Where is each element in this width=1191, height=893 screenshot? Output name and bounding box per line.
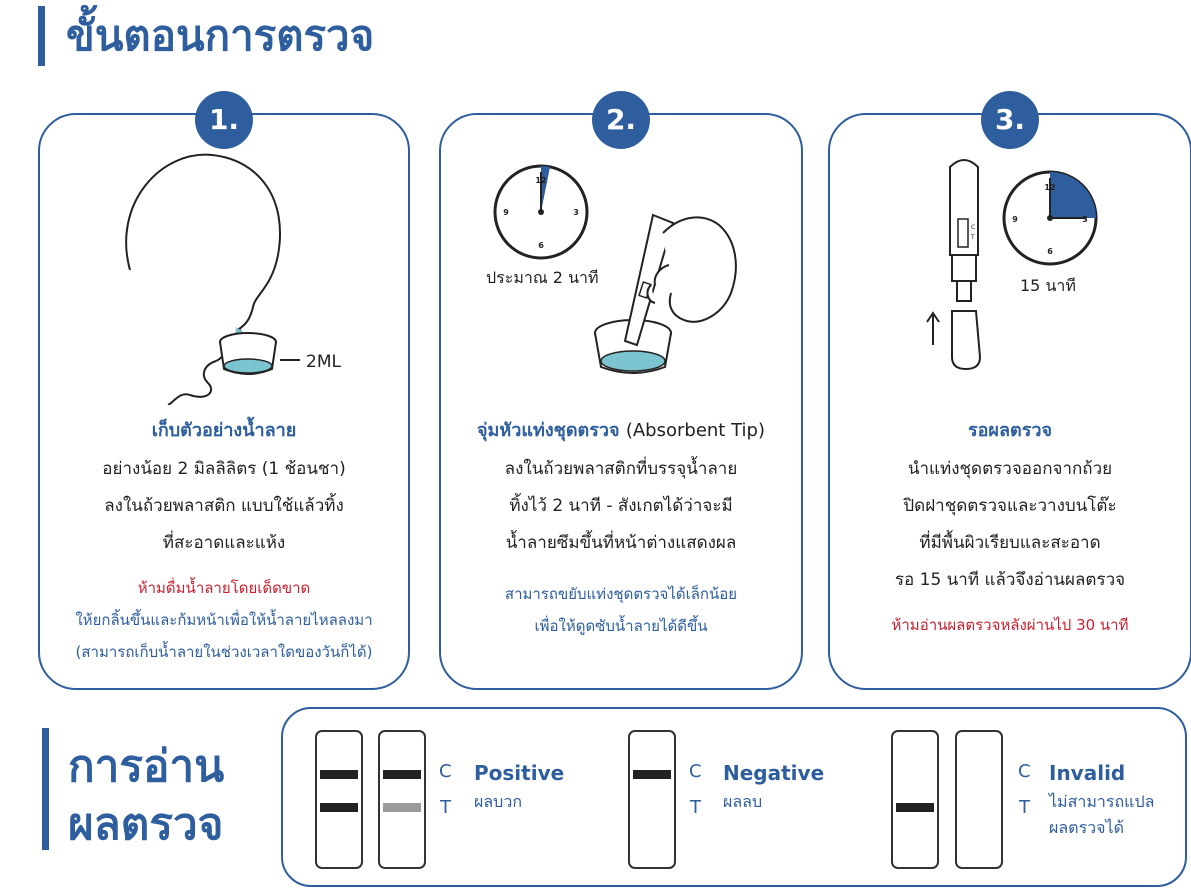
step-card-2: 2. 12 3 6 9 ประมาณ 2 นาที จุ่มหัวแท่งชุด… [439,91,803,690]
step-line: ลงในถ้วยพลาสติกที่บรรจุน้ำลาย [504,459,738,479]
test-stick-icon [623,213,675,347]
result-panel: C T Positive ผลบวก C T Negative ผลลบ C T… [281,707,1187,887]
hand-icon [646,216,737,323]
volume-label: 2ML [306,352,341,372]
step-line: ที่สะอาดและแห้ง [162,533,286,553]
page-title: ขั้นตอนการตรวจ [66,11,375,60]
step-card-3: 3. C T 12 3 6 9 15 นาที รอผลตรวจ [828,91,1191,690]
clock-icon: 12 3 6 9 [1002,170,1098,266]
time-label-2: ประมาณ 2 นาที [486,268,599,287]
cup-icon [219,332,277,375]
step-title-3: รอผลตรวจ [967,420,1053,441]
step-line: ลงในถ้วยพลาสติก แบบใช้แล้วทิ้ง [104,496,344,516]
wait-result-illustration: C T 12 3 6 9 15 นาที [926,159,1098,371]
result-name-invalid: Invalid [1049,761,1126,785]
step-note: เพื่อให้ดูดซับน้ำลายได้ดีขึ้น [534,617,708,635]
step-number-2: 2. [592,91,650,149]
test-line [896,803,934,812]
t-label: T [690,797,701,818]
control-line [320,770,358,779]
step-title-extra: (Absorbent Tip) [625,420,765,441]
control-line [383,770,421,779]
svg-text:C: C [971,224,975,231]
result-desc-negative: ผลลบ [723,792,763,811]
result-name-negative: Negative [723,761,825,785]
test-line-faint [383,803,421,812]
svg-text:9: 9 [503,208,509,217]
dip-test-illustration: 12 3 6 9 ประมาณ 2 นาที [486,164,737,374]
result-desc-invalid: ผลตรวจได้ [1049,818,1124,837]
step-title-1: เก็บตัวอย่างน้ำลาย [151,420,297,441]
step-line: ทิ้งไว้ 2 นาที - สังเกตได้ว่าจะมี [509,496,733,516]
drool-line [167,360,217,405]
head-outline [125,153,281,362]
test-line [320,803,358,812]
step-number-3: 3. [981,91,1039,149]
svg-text:6: 6 [538,241,544,250]
result-name-positive: Positive [474,761,565,785]
step-note: ให้ยกลิ้นขึ้นและก้มหน้าเพื่อให้น้ำลายไหล… [75,611,373,629]
clock-icon: 12 3 6 9 [493,164,589,260]
result-desc-positive: ผลบวก [474,792,523,811]
positive-strip-faint [378,730,426,869]
positive-strip [315,730,363,869]
test-device-icon: C T [949,159,979,302]
step-note: สามารถขยับแท่งชุดตรวจได้เล็กน้อย [504,585,738,603]
reading-title-line2: ผลตรวจ [68,799,224,850]
t-label: T [1019,797,1030,818]
svg-text:3: 3 [1082,215,1088,224]
svg-text:12: 12 [535,176,546,185]
step-title-2: จุ่มหัวแท่งชุดตรวจ (Absorbent Tip) [441,411,801,451]
svg-text:12: 12 [1044,183,1055,192]
step-warning-1: ห้ามดื่มน้ำลายโดยเด็ดขาด [137,579,311,597]
c-label: C [1018,761,1031,782]
reading-title-line1: การอ่าน [68,741,225,792]
svg-text:T: T [970,234,975,241]
svg-text:3: 3 [573,208,579,217]
step-note: (สามารถเก็บน้ำลายในช่วงเวลาใดของวันก็ได้… [75,643,373,661]
control-line [633,770,671,779]
step-line: อย่างน้อย 2 มิลลิลิตร (1 ช้อนชา) [102,459,346,479]
step-line: ที่มีพื้นผิวเรียบและสะอาด [919,533,1101,553]
t-label: T [440,797,451,818]
step-line: รอ 15 นาที แล้วจึงอ่านผลตรวจ [894,570,1126,590]
invalid-strip-test-only [891,730,939,869]
step-number-1: 1. [195,91,253,149]
negative-strip [628,730,676,869]
step-line: นำแท่งชุดตรวจออกจากถ้วย [907,459,1113,479]
svg-text:6: 6 [1047,247,1053,256]
step-title-main: จุ่มหัวแท่งชุดตรวจ [477,420,620,441]
c-label: C [689,761,702,782]
cap-icon [951,310,982,371]
step-card-1: 1. 2ML เก็บตัวอย่างน้ำลาย อย่างน้อย 2 มิ… [38,91,410,690]
step-line: ปิดฝาชุดตรวจและวางบนโต๊ะ [903,496,1117,516]
svg-text:9: 9 [1012,215,1018,224]
time-label-3: 15 นาที [1020,276,1076,295]
step-line: น้ำลายซึมขึ้นที่หน้าต่างแสดงผล [505,533,737,553]
step-warning-3: ห้ามอ่านผลตรวจหลังผ่านไป 30 นาที [891,616,1129,634]
reading-accent-bar [42,728,49,850]
result-desc-invalid: ไม่สามารถแปล [1049,792,1155,811]
saliva-collection-illustration: 2ML [125,153,341,405]
title-accent-bar [38,6,45,66]
arrow-up-icon [926,311,940,345]
invalid-strip-blank [955,730,1003,869]
c-label: C [439,761,452,782]
